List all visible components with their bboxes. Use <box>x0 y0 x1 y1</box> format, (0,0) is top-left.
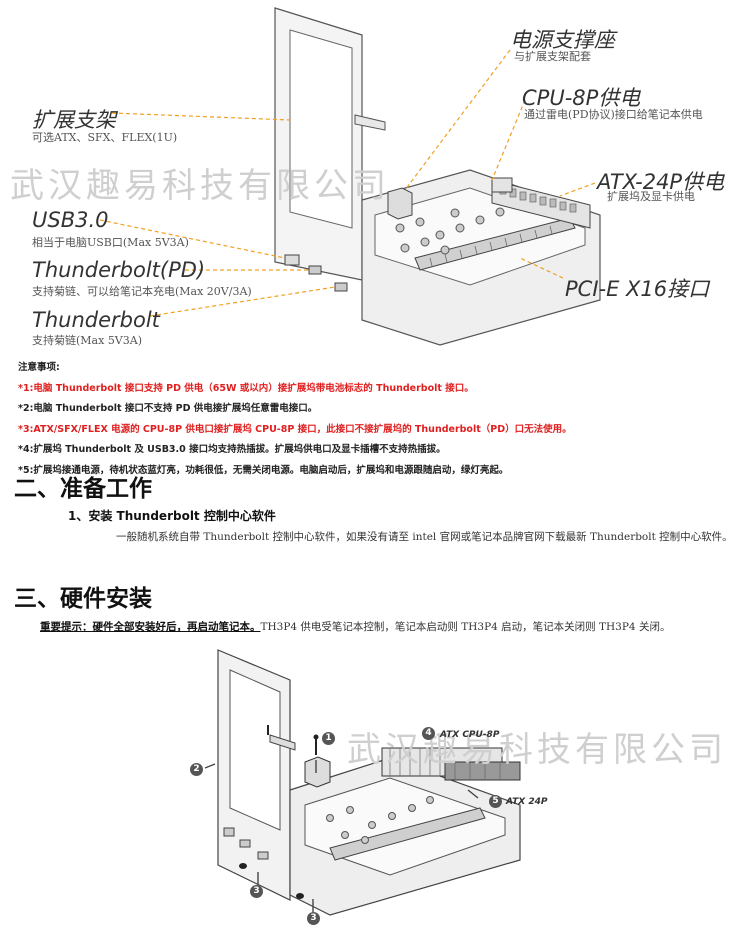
label-tb: Thunderbolt <box>32 308 160 332</box>
label-usb-sub: 相当于电脑USB口(Max 5V3A) <box>32 236 189 249</box>
label-atx24p-sub: 扩展坞及显卡供电 <box>607 190 695 203</box>
label-psu-mount-sub: 与扩展支架配套 <box>514 50 591 63</box>
step-badge: 3 <box>250 885 263 898</box>
label-usb: USB3.0 <box>32 208 109 232</box>
important-tip: 重要提示：硬件全部安装好后，再启动笔记本。TH3P4 供电受笔记本控制，笔记本启… <box>40 619 670 634</box>
installation-diagram: 武汉趣易科技有限公司 1 2 3 3 4 5 ATX CPU-8P ATX 24… <box>0 640 750 939</box>
step-badge: 5 <box>489 795 502 808</box>
step-badge: 2 <box>190 763 203 776</box>
note-item: *2:电脑 Thunderbolt 接口不支持 PD 供电接扩展坞任意雷电接口。 <box>18 403 318 414</box>
dock-illustration <box>99 7 601 346</box>
label-pcie: PCI-E X16接口 <box>565 277 710 301</box>
important-tip-bold: 重要提示：硬件全部安装好后，再启动笔记本。 <box>40 621 261 633</box>
hardware-diagram-top: 武汉趣易科技有限公司 电源支撑座 与扩展支架配套 CPU-8P供电 通过雷电(P… <box>0 0 750 350</box>
cable-label-atx24p: ATX 24P <box>506 797 548 807</box>
step-badge: 4 <box>422 727 435 740</box>
label-bracket-sub: 可选ATX、SFX、FLEX(1U) <box>32 131 178 144</box>
label-tb-sub: 支持菊链(Max 5V3A) <box>32 334 142 347</box>
installation-illustration <box>204 649 521 916</box>
section-2-subheading: 1、安装 Thunderbolt 控制中心软件 <box>68 509 276 523</box>
label-bracket: 扩展支架 <box>32 108 116 132</box>
note-item: *4:扩展坞 Thunderbolt 及 USB3.0 接口均支持热插拔。扩展坞… <box>18 444 446 455</box>
label-tb-pd: Thunderbolt(PD) <box>32 258 206 282</box>
notes-title: 注意事项: <box>18 362 60 373</box>
cable-label-cpu8p: ATX CPU-8P <box>440 730 500 740</box>
label-cpu8p: CPU-8P供电 <box>522 86 641 110</box>
label-cpu8p-sub: 通过雷电(PD协议)接口给笔记本供电 <box>524 108 703 121</box>
label-atx24p: ATX-24P供电 <box>597 170 725 194</box>
watermark-bottom: 武汉趣易科技有限公司 <box>347 730 727 770</box>
section-2-paragraph: 一般随机系统自带 Thunderbolt 控制中心软件，如果没有请至 intel… <box>116 531 733 543</box>
step-badge: 1 <box>322 732 335 745</box>
section-3-heading: 三、硬件安装 <box>14 586 152 612</box>
note-item: *1:电脑 Thunderbolt 接口支持 PD 供电（65W 或以内）接扩展… <box>18 382 474 394</box>
watermark-top: 武汉趣易科技有限公司 <box>10 166 390 206</box>
step-badge: 3 <box>307 912 320 925</box>
section-2-heading: 二、准备工作 <box>14 476 152 502</box>
label-psu-mount: 电源支撑座 <box>510 28 615 52</box>
note-item: *3:ATX/SFX/FLEX 电源的 CPU-8P 供电口接扩展坞 CPU-8… <box>18 423 572 435</box>
note-item: *5:扩展坞接通电源，待机状态蓝灯亮，功耗很低，无需关闭电源。电脑启动后，扩展坞… <box>18 464 509 476</box>
label-tb-pd-sub: 支持菊链、可以给笔记本充电(Max 20V/3A) <box>32 285 252 298</box>
important-tip-rest: TH3P4 供电受笔记本控制，笔记本启动则 TH3P4 启动，笔记本关闭则 TH… <box>260 621 671 633</box>
notes-section: 注意事项: *1:电脑 Thunderbolt 接口支持 PD 供电（65W 或… <box>18 358 738 481</box>
